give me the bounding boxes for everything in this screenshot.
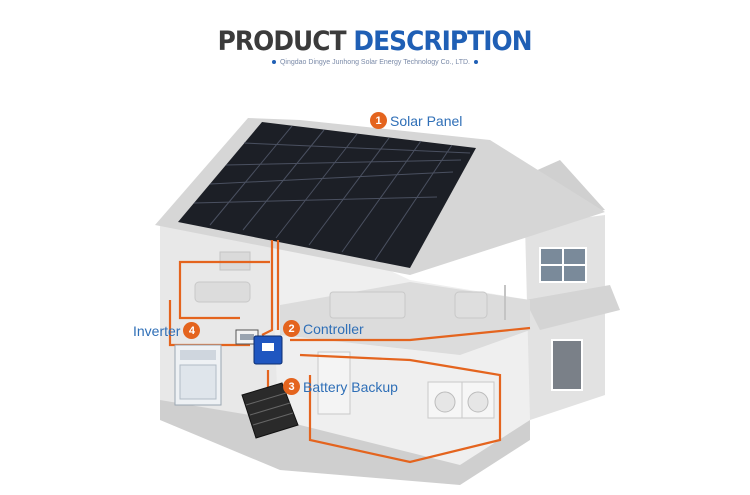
label-text: Controller <box>303 321 364 337</box>
label-inverter: Inverter 4 <box>133 322 200 339</box>
badge-number-2: 2 <box>283 320 300 337</box>
dryer-door <box>468 392 488 412</box>
label-text: Inverter <box>133 323 180 339</box>
garage-door <box>552 340 582 390</box>
label-solar-panel: 1 Solar Panel <box>370 112 462 129</box>
sofa <box>195 282 250 302</box>
armchair <box>455 292 487 318</box>
label-controller: 2 Controller <box>283 320 364 337</box>
badge-number-1: 1 <box>370 112 387 129</box>
bed <box>330 292 405 318</box>
badge-number-4: 4 <box>183 322 200 339</box>
badge-number-3: 3 <box>283 378 300 395</box>
label-text: Solar Panel <box>390 113 462 129</box>
washer-door <box>435 392 455 412</box>
label-battery-backup: 3 Battery Backup <box>283 378 398 395</box>
label-text: Battery Backup <box>303 379 398 395</box>
